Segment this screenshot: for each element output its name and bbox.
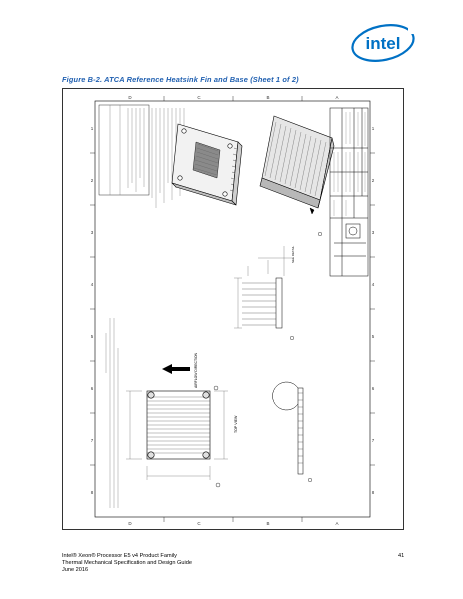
zone-letter: A [335, 95, 338, 100]
zone-number: 7 [91, 438, 94, 443]
zone-number: 1 [372, 126, 375, 131]
footer-product: Intel® Xeon® Processor E5 v4 Product Fam… [62, 553, 177, 559]
top-view-label: TOP VIEW [234, 415, 238, 433]
zone-letter: B [266, 521, 269, 526]
zone-number: 2 [372, 178, 375, 183]
zone-letter: A [335, 521, 338, 526]
zone-letter: D [128, 521, 132, 526]
drawing-frame: D C B A D C B A 1 2 3 4 5 6 7 8 1 2 3 4 … [62, 88, 404, 530]
zone-number: 4 [372, 282, 375, 287]
footer-doc-title: Thermal Mechanical Specification and Des… [62, 560, 192, 566]
zone-number: 4 [91, 282, 94, 287]
detail-label: SEE DETAIL [291, 246, 295, 263]
zone-letter: D [128, 95, 132, 100]
zone-number: 8 [372, 490, 375, 495]
zone-number: 1 [91, 126, 94, 131]
zone-number: 3 [91, 230, 94, 235]
zone-number: 5 [372, 334, 375, 339]
airflow-label: AIRFLOW DIRECTION [194, 352, 198, 388]
heatsink-side-profile [272, 381, 312, 483]
zone-number: 6 [372, 386, 375, 391]
heatsink-top-view [126, 385, 228, 488]
page-number: 41 [398, 553, 405, 559]
zone-number: 6 [91, 386, 94, 391]
zone-letter: C [197, 521, 201, 526]
heatsink-bottom-iso [171, 123, 243, 206]
airflow-arrow [162, 364, 190, 374]
zone-number: 7 [372, 438, 375, 443]
zone-letter: C [197, 95, 201, 100]
figure-title: Figure B-2. ATCA Reference Heatsink Fin … [62, 75, 299, 84]
title-block [309, 107, 369, 277]
page-footer: Intel® Xeon® Processor E5 v4 Product Fam… [62, 553, 192, 574]
zone-number: 5 [91, 334, 94, 339]
zone-letter: B [266, 95, 269, 100]
logo-text: intel [366, 34, 401, 53]
zone-number: 3 [372, 230, 375, 235]
intel-logo: intel [351, 24, 415, 62]
zone-number: 8 [91, 490, 94, 495]
heatsink-top-iso [259, 115, 335, 209]
heatsink-side-view [234, 231, 323, 340]
footer-date: June 2016 [62, 567, 89, 573]
zone-number: 2 [91, 178, 94, 183]
